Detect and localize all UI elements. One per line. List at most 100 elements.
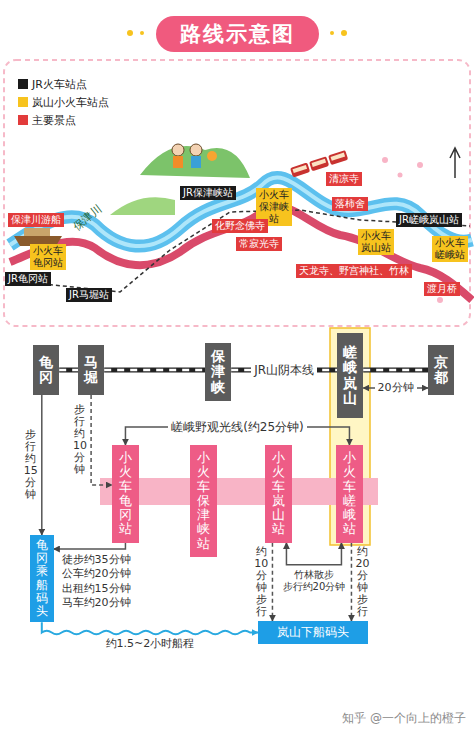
compass [450,148,460,178]
connector [351,543,353,621]
node-text: 京都 [432,355,450,386]
title-dot [140,31,144,35]
edge-label: 竹林散步 步行约20分钟 [279,569,349,594]
trolley-stop-tag: 小火车龟冈站 [30,244,66,270]
kid [191,156,201,168]
kid [190,144,202,156]
legend-swatch [18,97,28,107]
legend-row: JR火车站点 [18,78,87,92]
legend-text: 主要景点 [32,114,76,127]
edge-label: 嵯峨野观光线(约25分钟) [168,420,307,435]
sight-tag: 渡月桥 [424,282,460,296]
node-text: 渡月桥 [427,283,457,295]
sight-tag: 落柿舍 [332,197,368,211]
trolley-station-box: 小火车嵯峨站 [336,445,363,543]
blossom [417,162,423,168]
trolley-station-box: 小火车岚山站 [265,445,292,543]
edge-label: 约20分钟 步行 [355,546,369,619]
node-text: JR嵯峨岚山站 [399,214,459,226]
node-text: 落柿舍 [335,198,365,210]
node-text: 龟冈 [37,355,55,386]
legend-text: JR火车站点 [32,78,87,91]
jr-stop-tag: JR保津峡站 [180,186,236,200]
sight-tag: 保津川游船 [8,213,64,227]
title-dot [341,30,347,36]
trolley-station-box: 小火车龟冈站 [112,445,139,543]
node-text: 小火车龟冈站 [117,451,134,537]
trolley-stop-tag: 小火车岚山站 [358,229,394,255]
jr-station-box: 马堀 [78,345,104,395]
rail-line [104,370,205,371]
node-text: 小火车岚山站 [361,230,391,254]
kid [173,156,183,168]
edge-label: 步行约10分钟 [73,404,87,477]
node-text: 小火车保津峡站 [195,451,212,551]
blossom [437,297,443,303]
node-text: 天龙寺、野宫神社、竹林 [299,265,409,277]
rail-line [59,369,78,372]
sight-tag: 天龙寺、野宫神社、竹林 [296,264,412,278]
boat [24,228,50,236]
node-text: 保津川游船 [11,214,61,226]
legend-swatch [18,115,28,125]
node-text: 小火车岚山站 [270,451,287,537]
node-text: 清凉寺 [329,173,359,185]
node-text: 龟冈乘船码头 [34,539,50,618]
trolley-station-box: 小火车保津峡站 [190,445,217,557]
jr-stop-tag: JR龟冈站 [5,272,51,286]
jr-stop-tag: JR马堀站 [66,288,112,302]
node-text: 保津峡 [209,349,227,395]
title-bar: 路线示意图 [0,16,474,52]
hill [110,197,175,215]
legend-row: 岚山小火车站点 [18,96,109,110]
edge-label: 20分钟 [375,381,417,395]
node-text: 化野念佛寺 [215,220,265,232]
rail-line [104,368,205,373]
legend-text: 岚山小火车站点 [32,96,109,109]
connector [91,395,112,485]
node-text: 小火车龟冈站 [33,245,63,269]
persimmon [207,151,217,161]
jr-stop-tag: JR嵯峨岚山站 [396,213,462,227]
node-text: JR马堀站 [69,289,109,301]
sight-tag: 常寂光寺 [236,237,282,251]
legend-row: 主要景点 [18,114,76,128]
node-text: 嵯峨岚山 [341,345,359,407]
node-text: 小火车嵯峨站 [435,237,465,261]
edge-label: 步行约15分钟 [24,429,38,502]
jr-track [35,210,470,292]
edge-label: 约1.5~2小时船程 [106,637,195,651]
jr-station-box: 嵯峨岚山 [337,333,363,418]
kid [172,144,184,156]
watermark: 知乎 @一个向上的橙子 [342,710,466,727]
rail-line [59,368,78,373]
node-text: JR保津峡站 [183,187,233,199]
connector [286,543,341,565]
rail-line [363,370,428,371]
boat-route [42,622,258,634]
edge-label: 徒步约35分钟 公车约20分钟 出租约15分钟 马车约20分钟 [62,553,139,610]
rail-line [104,369,205,372]
node-text: 岚山下船码头 [266,624,360,641]
blossom [398,173,403,178]
legend-swatch [18,79,28,89]
jr-station-box: 保津峡 [205,343,231,401]
trolley-stop-tag: 小火车嵯峨站 [432,236,468,262]
pier-box: 岚山下船码头 [258,621,368,644]
blossom [382,157,388,163]
connector [41,395,43,535]
node-text: 小火车嵯峨站 [341,451,358,537]
title-dot [330,31,334,35]
node-text: JR龟冈站 [8,273,48,285]
connector [54,543,126,549]
rail-line [363,368,428,373]
sight-tag: 清凉寺 [326,172,362,186]
node-text: 常寂光寺 [239,238,279,250]
title-text: 路线示意图 [156,16,319,52]
connector [272,543,274,621]
rail-line [363,369,428,372]
node-text: 马堀 [82,355,100,386]
edge-label: JR山阴本线 [251,363,317,378]
